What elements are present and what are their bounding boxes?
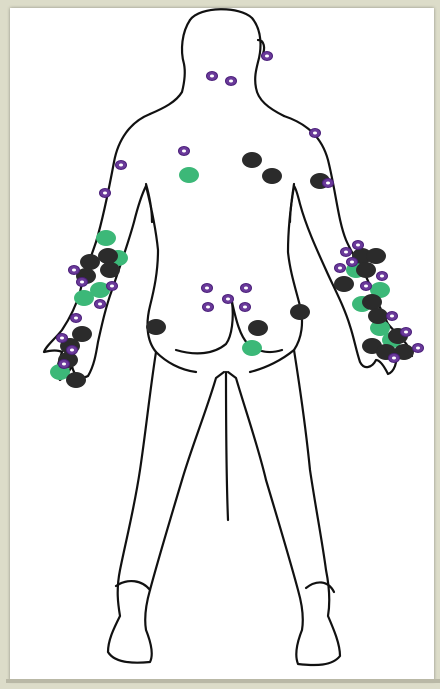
head-outline [190,9,284,116]
small-purple-marker [59,360,70,369]
small-purple-marker [203,303,214,312]
large-dark-marker [334,276,354,292]
left-leg-outline [108,352,224,663]
small-purple-marker [116,161,127,170]
small-purple-marker [262,52,273,61]
small-purple-marker [389,354,400,363]
large-green-marker [74,290,94,306]
small-purple-marker [107,282,118,291]
large-dark-marker [100,262,120,278]
head-left-outline [150,20,190,114]
back-right-scapula [290,184,294,222]
large-green-marker [179,167,199,183]
large-dark-markers [58,152,414,388]
large-dark-marker [368,308,388,324]
large-dark-marker [66,372,86,388]
right-leg-outline [228,350,340,665]
small-purple-marker [377,272,388,281]
small-purple-marker [341,248,352,257]
small-purple-marker [100,189,111,198]
large-green-marker [96,230,116,246]
small-purple-marker [226,77,237,86]
large-dark-marker [98,248,118,264]
small-purple-markers [57,52,424,369]
large-dark-marker [146,319,166,335]
small-purple-marker [347,258,358,267]
small-purple-marker [71,314,82,323]
large-dark-marker [242,152,262,168]
small-purple-marker [207,72,218,81]
small-purple-marker [77,278,88,287]
small-purple-marker [361,282,372,291]
inner-leg-line [226,372,228,520]
small-purple-marker [223,295,234,304]
small-purple-marker [323,179,334,188]
small-purple-marker [240,303,251,312]
small-purple-marker [335,264,346,273]
small-purple-marker [413,344,424,353]
large-dark-marker [248,320,268,336]
large-dark-marker [366,248,386,264]
left-foot-detail [116,581,150,590]
small-purple-marker [69,266,80,275]
small-purple-marker [310,129,321,138]
torso-left-outline [146,186,196,372]
large-dark-marker [262,168,282,184]
large-green-marker [242,340,262,356]
small-purple-marker [401,328,412,337]
small-purple-marker [202,284,213,293]
large-dark-marker [290,304,310,320]
small-purple-marker [353,241,364,250]
small-purple-marker [241,284,252,293]
large-dark-marker [356,262,376,278]
small-purple-marker [387,312,398,321]
large-dark-marker [80,254,100,270]
large-dark-marker [362,294,382,310]
small-purple-marker [95,300,106,309]
small-purple-marker [67,346,78,355]
body-outline [44,9,412,665]
small-purple-marker [57,334,68,343]
small-purple-marker [179,147,190,156]
